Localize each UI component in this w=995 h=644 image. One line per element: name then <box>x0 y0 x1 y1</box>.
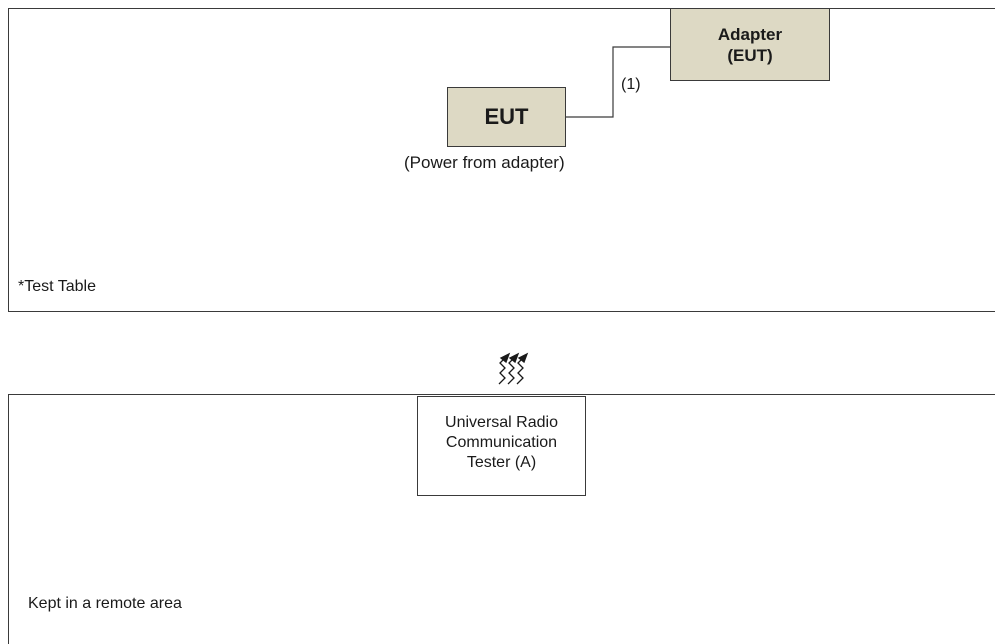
eut-label: EUT <box>484 104 529 129</box>
adapter-label-line2: (EUT) <box>727 45 773 65</box>
test-table-region: *Test Table <box>8 8 995 312</box>
cable-label: (1) <box>621 76 641 93</box>
adapter-label-line1: Adapter <box>717 24 783 44</box>
adapter-box: Adapter (EUT) <box>670 8 830 81</box>
tester-label-line2: Communication <box>445 434 558 451</box>
tester-label-line3: Tester (A) <box>466 454 537 471</box>
test-table-label: *Test Table <box>18 278 96 295</box>
tester-label-line1: Universal Radio <box>445 414 558 431</box>
radio-tester-box: Universal Radio Communication Tester (A) <box>417 396 586 496</box>
remote-area-label: Kept in a remote area <box>28 595 182 612</box>
eut-box: EUT <box>447 87 566 147</box>
wireless-signal-icon <box>498 352 529 385</box>
eut-caption: (Power from adapter) <box>404 153 565 172</box>
